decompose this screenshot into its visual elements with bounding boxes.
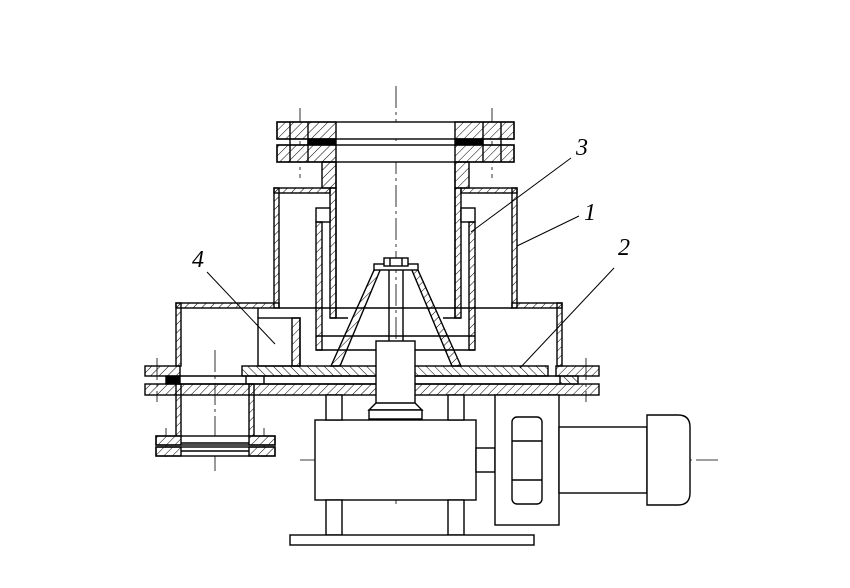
label-1: 1 <box>584 200 596 226</box>
inner-sleeve <box>315 207 476 351</box>
cone-rotor <box>329 257 463 367</box>
label-3: 3 <box>576 135 588 161</box>
gearbox <box>289 394 535 546</box>
housing <box>175 187 563 367</box>
base-plates <box>144 365 600 396</box>
inlet-tube <box>329 162 462 319</box>
label-2: 2 <box>618 235 630 261</box>
label-4: 4 <box>192 247 204 273</box>
inlet-flanges <box>276 121 515 189</box>
leader-lines <box>206 157 615 369</box>
coupling <box>367 340 424 420</box>
motor <box>494 394 691 526</box>
side-outlet <box>155 308 301 457</box>
